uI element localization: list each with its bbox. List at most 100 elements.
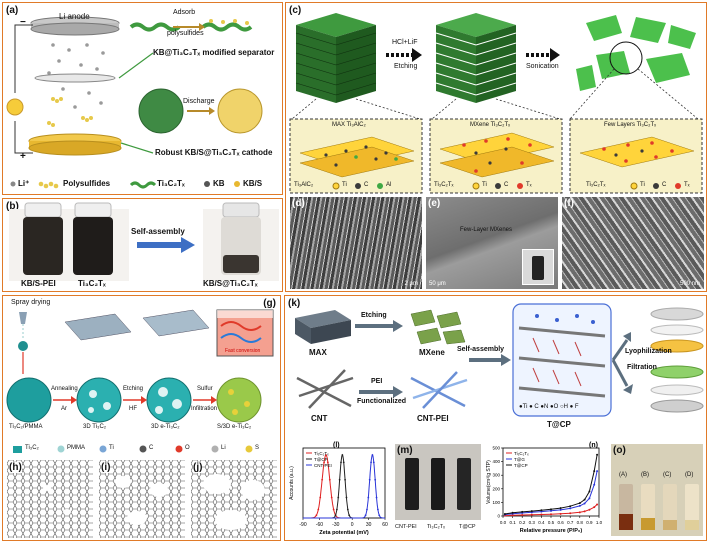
data-point — [593, 483, 596, 486]
legend-o: O — [185, 445, 190, 451]
polysulfides-label: polysulfides — [167, 30, 204, 37]
legend-mxene: Ti₃C₂Tₓ — [157, 179, 185, 188]
lyophilization-label: Lyophilization — [625, 348, 672, 355]
box3-legend-0: Ti₃C₂Tₓ — [586, 182, 606, 188]
box1-legend-0: Ti₃AlC₂ — [294, 182, 314, 188]
x-tick-label: 60 — [382, 522, 388, 528]
inset-vial-photo — [522, 249, 554, 285]
data-point — [375, 496, 378, 499]
data-point — [368, 478, 371, 481]
max-label: MAX — [309, 348, 327, 357]
tcp-label: T@CP — [547, 420, 571, 429]
cathode-label: Robust KB/S@Ti₃C₂Tₓ cathode — [155, 148, 273, 157]
y-tick-label: 500 — [492, 446, 500, 451]
li-anode-label: Li anode — [59, 12, 90, 21]
panel-b: (b) Self-assembly KB/S-PEI Ti₃C₂Tₓ KB/S@… — [2, 198, 283, 292]
data-point — [569, 505, 572, 508]
data-point — [511, 514, 514, 517]
atoms-legend: ●Ti ● C ●N ●O ○H ● F — [519, 404, 579, 410]
box2-legend-2: C — [504, 182, 509, 188]
data-point — [317, 508, 320, 511]
vial-o-0: (A) — [619, 472, 627, 478]
hf-label: HF — [129, 406, 137, 412]
data-point — [370, 461, 372, 464]
x-axis-label: Zeta potential (mV) — [319, 530, 369, 536]
y-tick-label: 400 — [492, 459, 500, 464]
data-point — [366, 508, 368, 511]
data-point — [588, 508, 591, 511]
box-title-max: MAX Ti₃AlC₂ — [332, 122, 366, 128]
data-point — [578, 511, 581, 514]
etching-label: Etching — [394, 63, 418, 70]
box3-legend-2: C — [662, 182, 667, 188]
y-tick-label: 0 — [497, 514, 500, 519]
x-tick-label: 30 — [366, 522, 372, 528]
data-point — [342, 461, 345, 464]
data-point — [559, 512, 562, 515]
legend-s: S — [255, 445, 260, 451]
panel-g: (g) Spray drying — [2, 295, 281, 541]
data-point — [367, 496, 370, 499]
legend-kb: KB — [213, 179, 225, 188]
x-tick-label: 0.2 — [519, 520, 526, 525]
data-point — [588, 497, 591, 500]
panel-label-a: (a) — [6, 5, 19, 16]
vial-m-0: CNT-PEI — [395, 524, 417, 530]
data-point — [569, 507, 572, 510]
legend-c: C — [149, 445, 154, 451]
data-point — [588, 490, 591, 493]
self-assembly-label-k: Self-assembly — [457, 346, 505, 353]
data-point — [323, 461, 325, 464]
sem-image-d: (d) 2 μm — [290, 197, 422, 289]
legend-li-g: Li — [221, 445, 226, 451]
data-point — [578, 504, 581, 507]
legend-li: Li⁺ — [18, 179, 30, 188]
box1-legend-2: C — [364, 182, 369, 188]
vials-photo-o: (o) (A) (B) (C) (D) — [611, 444, 703, 536]
panel-c: (c) — [285, 2, 707, 292]
panel-label-k: (k) — [288, 298, 301, 309]
panel-label-c: (c) — [289, 5, 302, 16]
discharge-label: Discharge — [183, 98, 215, 105]
data-point — [503, 512, 506, 515]
data-point — [583, 502, 586, 505]
sonication-label: Sonication — [526, 63, 559, 70]
box3-legend-3: Tₓ — [684, 182, 690, 188]
data-point — [344, 478, 346, 481]
data-point — [364, 514, 367, 517]
data-point — [337, 496, 340, 499]
legend-entry-2: CNT-PEI — [314, 463, 332, 468]
etching-label-k: Etching — [361, 312, 387, 319]
panel-label-j: (j) — [193, 462, 203, 473]
pei-label: PEI — [371, 378, 383, 385]
box2-legend-1: Ti — [482, 182, 487, 188]
legend-entry-1: T@G — [514, 457, 525, 462]
panel-label-h: (h) — [9, 462, 22, 473]
y-axis-label: Volume(cm³/g STP) — [486, 460, 492, 504]
light-bulb-icon — [6, 98, 24, 116]
vial-m-1: Ti₃C₂Tₓ — [427, 524, 445, 530]
panel-label-m: (m) — [397, 445, 413, 456]
minus-sign: − — [20, 17, 26, 28]
few-layer-caption: Few-Layer MXenes — [460, 227, 513, 233]
data-point — [335, 508, 338, 511]
data-point — [372, 461, 375, 464]
panel-label-b: (b) — [6, 201, 19, 212]
data-point — [550, 508, 552, 511]
panel-label-e: (e) — [428, 198, 441, 209]
scale-bar-e: 50 μm — [429, 281, 446, 287]
etching-label-g: Etching — [123, 386, 144, 392]
series-line-2 — [303, 453, 385, 519]
lattice-i — [99, 460, 185, 538]
box-title-mxene: MXene Ti₃C₂Tₓ — [470, 122, 511, 128]
data-point — [326, 461, 329, 464]
vials-illustration — [9, 202, 279, 281]
x-tick-label: 0.3 — [529, 520, 536, 525]
data-point — [328, 478, 331, 481]
y-tick-label: 200 — [492, 486, 500, 491]
box-title-few-layers: Few Layers Ti₃C₂Tₓ — [604, 122, 657, 128]
x-tick-label: -60 — [316, 522, 323, 528]
data-point — [559, 507, 562, 510]
